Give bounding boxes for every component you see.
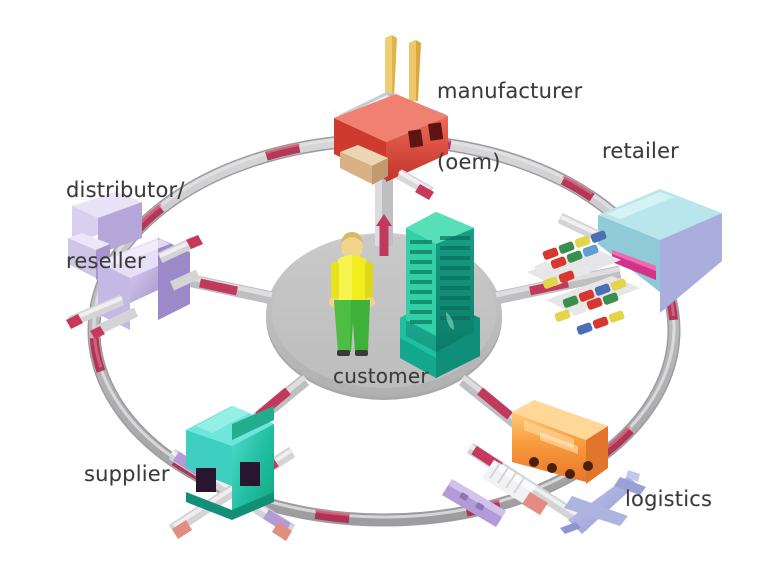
retail-store-icon (557, 189, 722, 313)
office-tower-icon (400, 212, 480, 378)
plant-icon (168, 406, 296, 541)
label-distributor-line2: reseller (66, 248, 146, 273)
label-distributor: distributor/ reseller (66, 132, 185, 320)
label-logistics: logistics (625, 487, 713, 511)
person-icon (329, 232, 375, 356)
spoke-manufacturer (375, 168, 393, 256)
factory-icon (334, 35, 448, 200)
train-icon (442, 479, 506, 527)
label-manufacturer-line2: (oem) (437, 149, 501, 174)
logistics-icon (442, 400, 646, 534)
trailer-icon (482, 460, 548, 515)
label-customer: customer (333, 364, 429, 388)
airplane-icon (560, 470, 646, 534)
label-distributor-line1: distributor/ (66, 178, 185, 203)
warehouse-docks (66, 235, 203, 339)
label-supplier: supplier (84, 462, 170, 486)
label-manufacturer: manufacturer (oem) (437, 33, 582, 221)
truck-icon (512, 400, 608, 484)
label-retailer: retailer (602, 139, 680, 163)
label-manufacturer-line1: manufacturer (437, 79, 583, 104)
parking-lot-cars-icon (527, 230, 640, 335)
warehouse-icon (66, 192, 203, 339)
